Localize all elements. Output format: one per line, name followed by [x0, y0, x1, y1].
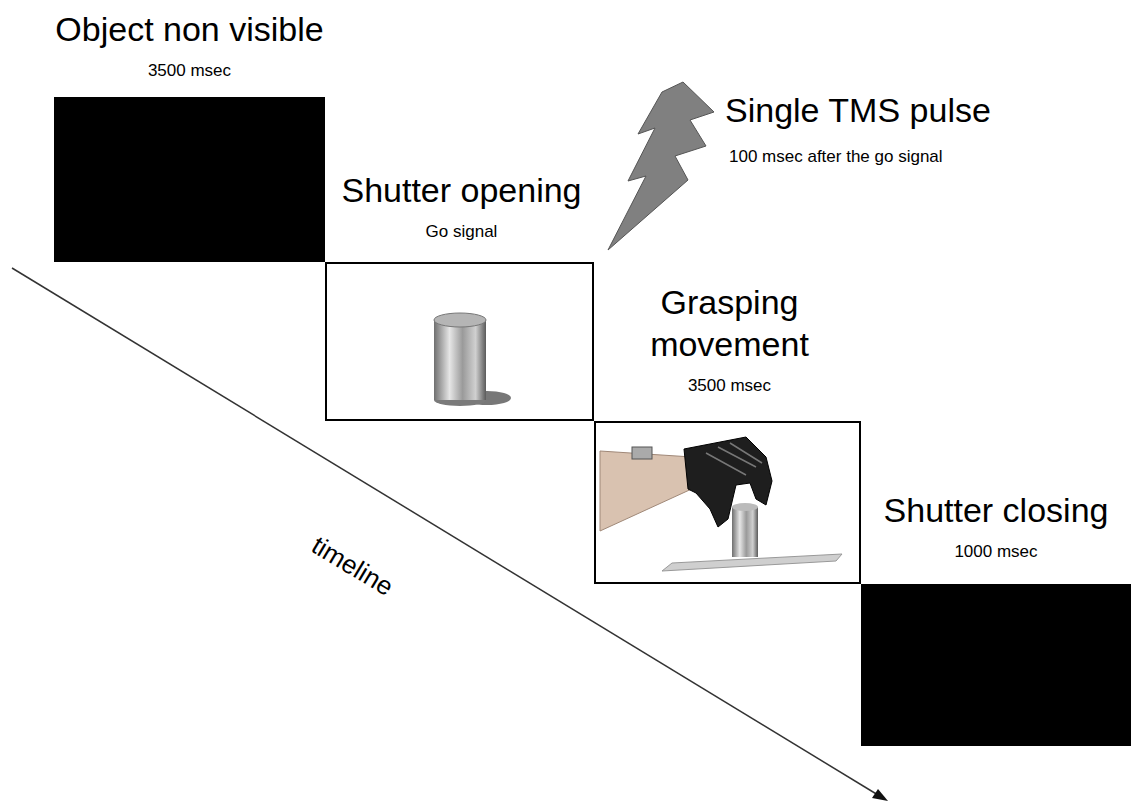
forearm [600, 451, 696, 531]
gloved-hand [684, 437, 772, 527]
panel-duration: 3500 msec [610, 375, 850, 397]
cylinder-body-front [434, 320, 486, 400]
panel-heading-group: Grasping movement 3500 msec [610, 281, 850, 397]
lightning-bolt [608, 82, 714, 250]
panel-heading: Grasping movement [610, 281, 850, 365]
stage-panel: Grasping movement3500 msec [594, 421, 861, 584]
cylinder-body [434, 320, 486, 400]
panel-duration: 3500 msec [0, 60, 400, 82]
panel-heading-group: Shutter opening Go signal [252, 169, 672, 243]
panel-heading: Shutter closing [786, 489, 1132, 531]
stage-panel: Shutter closing1000 msec [861, 584, 1131, 746]
panel-duration: 1000 msec [786, 541, 1132, 563]
cylinder-body [732, 507, 758, 557]
timeline-label: timeline [306, 530, 399, 603]
pulse-label: Single TMS pulse [725, 90, 991, 131]
timeline-line [12, 268, 878, 795]
cylinder-picture [327, 264, 596, 423]
panel-heading-group: Shutter closing 1000 msec [786, 489, 1132, 563]
pulse-timing: 100 msec after the go signal [729, 147, 943, 167]
stage-panel: Shutter openingGo signal [325, 262, 594, 421]
wrist-sensor [632, 447, 652, 459]
panel-duration: Go signal [252, 221, 672, 243]
cylinder-top [732, 503, 758, 511]
panel-heading-group: Object non visible 3500 msec [0, 8, 400, 82]
hand-picture [596, 423, 863, 586]
timeline-arrowhead [872, 789, 888, 801]
panel-heading: Object non visible [0, 8, 400, 50]
glove-sensors [706, 443, 762, 475]
cylinder-top [434, 313, 486, 327]
panel-heading: Shutter opening [252, 169, 672, 211]
stage-panel: Object non visible3500 msec [54, 97, 325, 262]
